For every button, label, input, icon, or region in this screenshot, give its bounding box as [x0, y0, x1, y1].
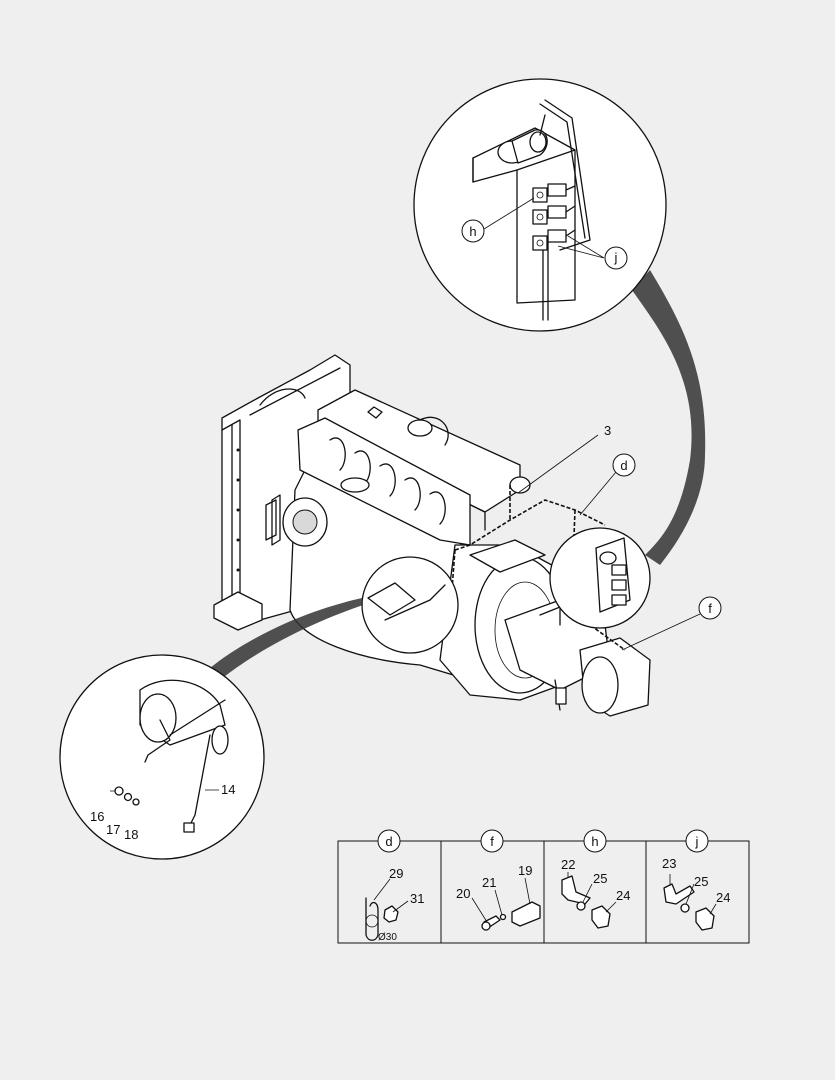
- table-j-part-24: 24: [716, 890, 730, 905]
- detail-circle-ground: 14 16 17 18: [59, 654, 265, 860]
- callout-d-label: d: [620, 458, 627, 473]
- callout-d: [612, 453, 636, 477]
- callout-j-label: j: [614, 250, 618, 265]
- callout-3-label: 3: [604, 423, 611, 438]
- table-h-part-22: 22: [561, 857, 575, 872]
- table-d-note: Ø30: [378, 932, 397, 943]
- table-d-part-29: 29: [389, 866, 403, 881]
- table-d-part-31: 31: [410, 891, 424, 906]
- callout-18-label: 18: [124, 827, 138, 842]
- table-h-part-24: 24: [616, 888, 630, 903]
- table-j-part-23: 23: [662, 856, 676, 871]
- table-j-letter: j: [695, 834, 699, 849]
- parts-table: d 29 31 Ø30 f 20 21 19 h: [337, 829, 750, 944]
- callout-17-label: 17: [106, 822, 120, 837]
- callout-14-label: 14: [221, 782, 235, 797]
- alternator: [265, 494, 328, 547]
- table-f-letter: f: [490, 834, 494, 849]
- callout-h-label: h: [469, 224, 476, 239]
- terminal-block: [532, 183, 576, 251]
- table-f-part-19: 19: [518, 863, 532, 878]
- table-f-part-20: 20: [456, 886, 470, 901]
- table-h-part-25: 25: [593, 871, 607, 886]
- table-column-h: h 22 25 24: [561, 829, 630, 929]
- engine-assembly: 3 d f: [210, 354, 722, 717]
- callout-f: [698, 596, 722, 620]
- callout-16-label: 16: [90, 809, 104, 824]
- table-column-j: j 23 25 24: [662, 829, 730, 931]
- table-column-d: d 29 31 Ø30: [365, 829, 424, 943]
- table-h-letter: h: [591, 834, 598, 849]
- table-j-part-25: 25: [694, 874, 708, 889]
- detail-circle-top: h j: [413, 78, 706, 565]
- callout-f-label: f: [708, 601, 712, 616]
- callout-h: [461, 219, 485, 243]
- callout-j: [604, 246, 628, 270]
- table-f-part-21: 21: [482, 875, 496, 890]
- table-d-letter: d: [385, 834, 392, 849]
- table-column-f: f 20 21 19: [456, 829, 541, 931]
